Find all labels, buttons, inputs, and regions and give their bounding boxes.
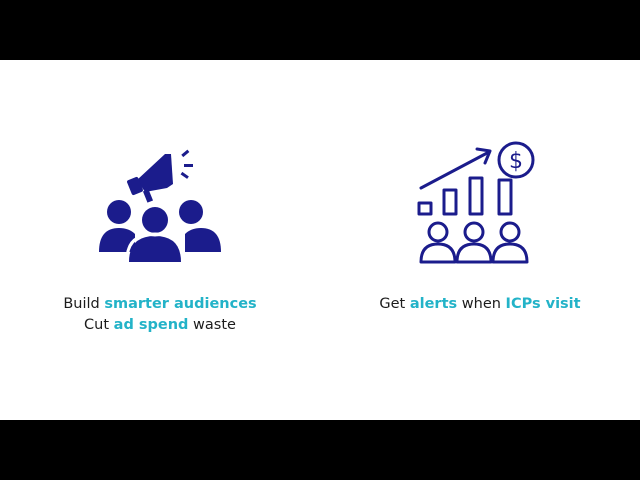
feature-audiences-icon-wrap [0, 140, 320, 270]
caption-line-1: Build smarter audiences [0, 294, 320, 315]
caption-text: waste [188, 317, 236, 333]
feature-alerts: $ Get alerts when ICPs visit [320, 60, 640, 420]
caption-highlight: ICPs visit [505, 296, 581, 312]
feature-audiences-caption: Build smarter audiences Cut ad spend was… [0, 294, 320, 336]
caption-text: when [457, 296, 506, 312]
caption-highlight: alerts [409, 296, 458, 312]
caption-text: Get [379, 296, 410, 312]
letterbox-top [0, 0, 640, 60]
caption-highlight: ad spend [113, 317, 189, 333]
caption-line-2: Cut ad spend waste [0, 315, 320, 336]
feature-alerts-caption: Get alerts when ICPs visit [320, 294, 640, 315]
letterbox-bottom [0, 420, 640, 480]
caption-text: Cut [84, 317, 114, 333]
caption-highlight: smarter audiences [104, 296, 257, 312]
feature-alerts-icon-wrap: $ [320, 140, 640, 270]
megaphone-audience-icon [99, 149, 221, 262]
feature-audiences: Build smarter audiences Cut ad spend was… [0, 60, 320, 420]
growth-chart-dollar-icon: $ [417, 141, 535, 264]
caption-line-1: Get alerts when ICPs visit [320, 294, 640, 315]
slide: Build smarter audiences Cut ad spend was… [0, 60, 640, 420]
svg-text:$: $ [509, 149, 523, 174]
caption-text: Build [63, 296, 105, 312]
